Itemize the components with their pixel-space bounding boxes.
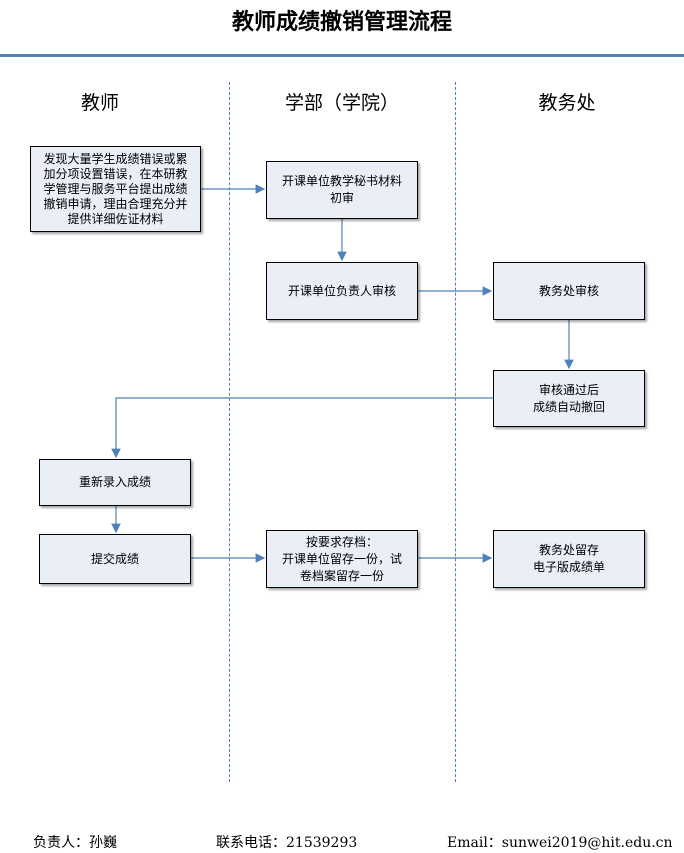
arrow-revoke-to-reenter: [111, 397, 493, 459]
footer-email: Email：sunwei2019@hit.edu.cn: [447, 835, 673, 851]
title-divider: [0, 54, 684, 57]
box-submit-grades: 提交成绩: [39, 534, 191, 584]
box-auto-revoke: 审核通过后 成绩自动撤回: [493, 370, 645, 427]
lane-department-header: 学部（学院）: [284, 92, 399, 114]
page-title: 教师成绩撤销管理流程: [231, 10, 452, 35]
lane-divider-2: [455, 82, 456, 782]
footer-phone: 联系电话：21539293: [216, 835, 358, 851]
lane-affairs-header: 教务处: [538, 92, 596, 114]
box-teacher-apply: 发现大量学生成绩错误或累 加分项设置错误，在本研教 学管理与服务平台提出成绩 撤…: [30, 146, 201, 232]
box-head-review: 开课单位负责人审核: [266, 262, 418, 320]
box-affairs-review: 教务处审核: [493, 262, 645, 320]
footer-contact-person: 负责人：孙巍: [33, 835, 117, 851]
lane-teacher-header: 教师: [80, 92, 119, 114]
box-reenter-grades: 重新录入成绩: [39, 459, 191, 506]
box-archive-affairs: 教务处留存 电子版成绩单: [493, 530, 645, 588]
box-archive-department: 按要求存档： 开课单位留存一份，试 卷档案留存一份: [266, 530, 418, 588]
box-secretary-review: 开课单位教学秘书材料 初审: [266, 161, 418, 219]
lane-divider-1: [229, 82, 230, 782]
